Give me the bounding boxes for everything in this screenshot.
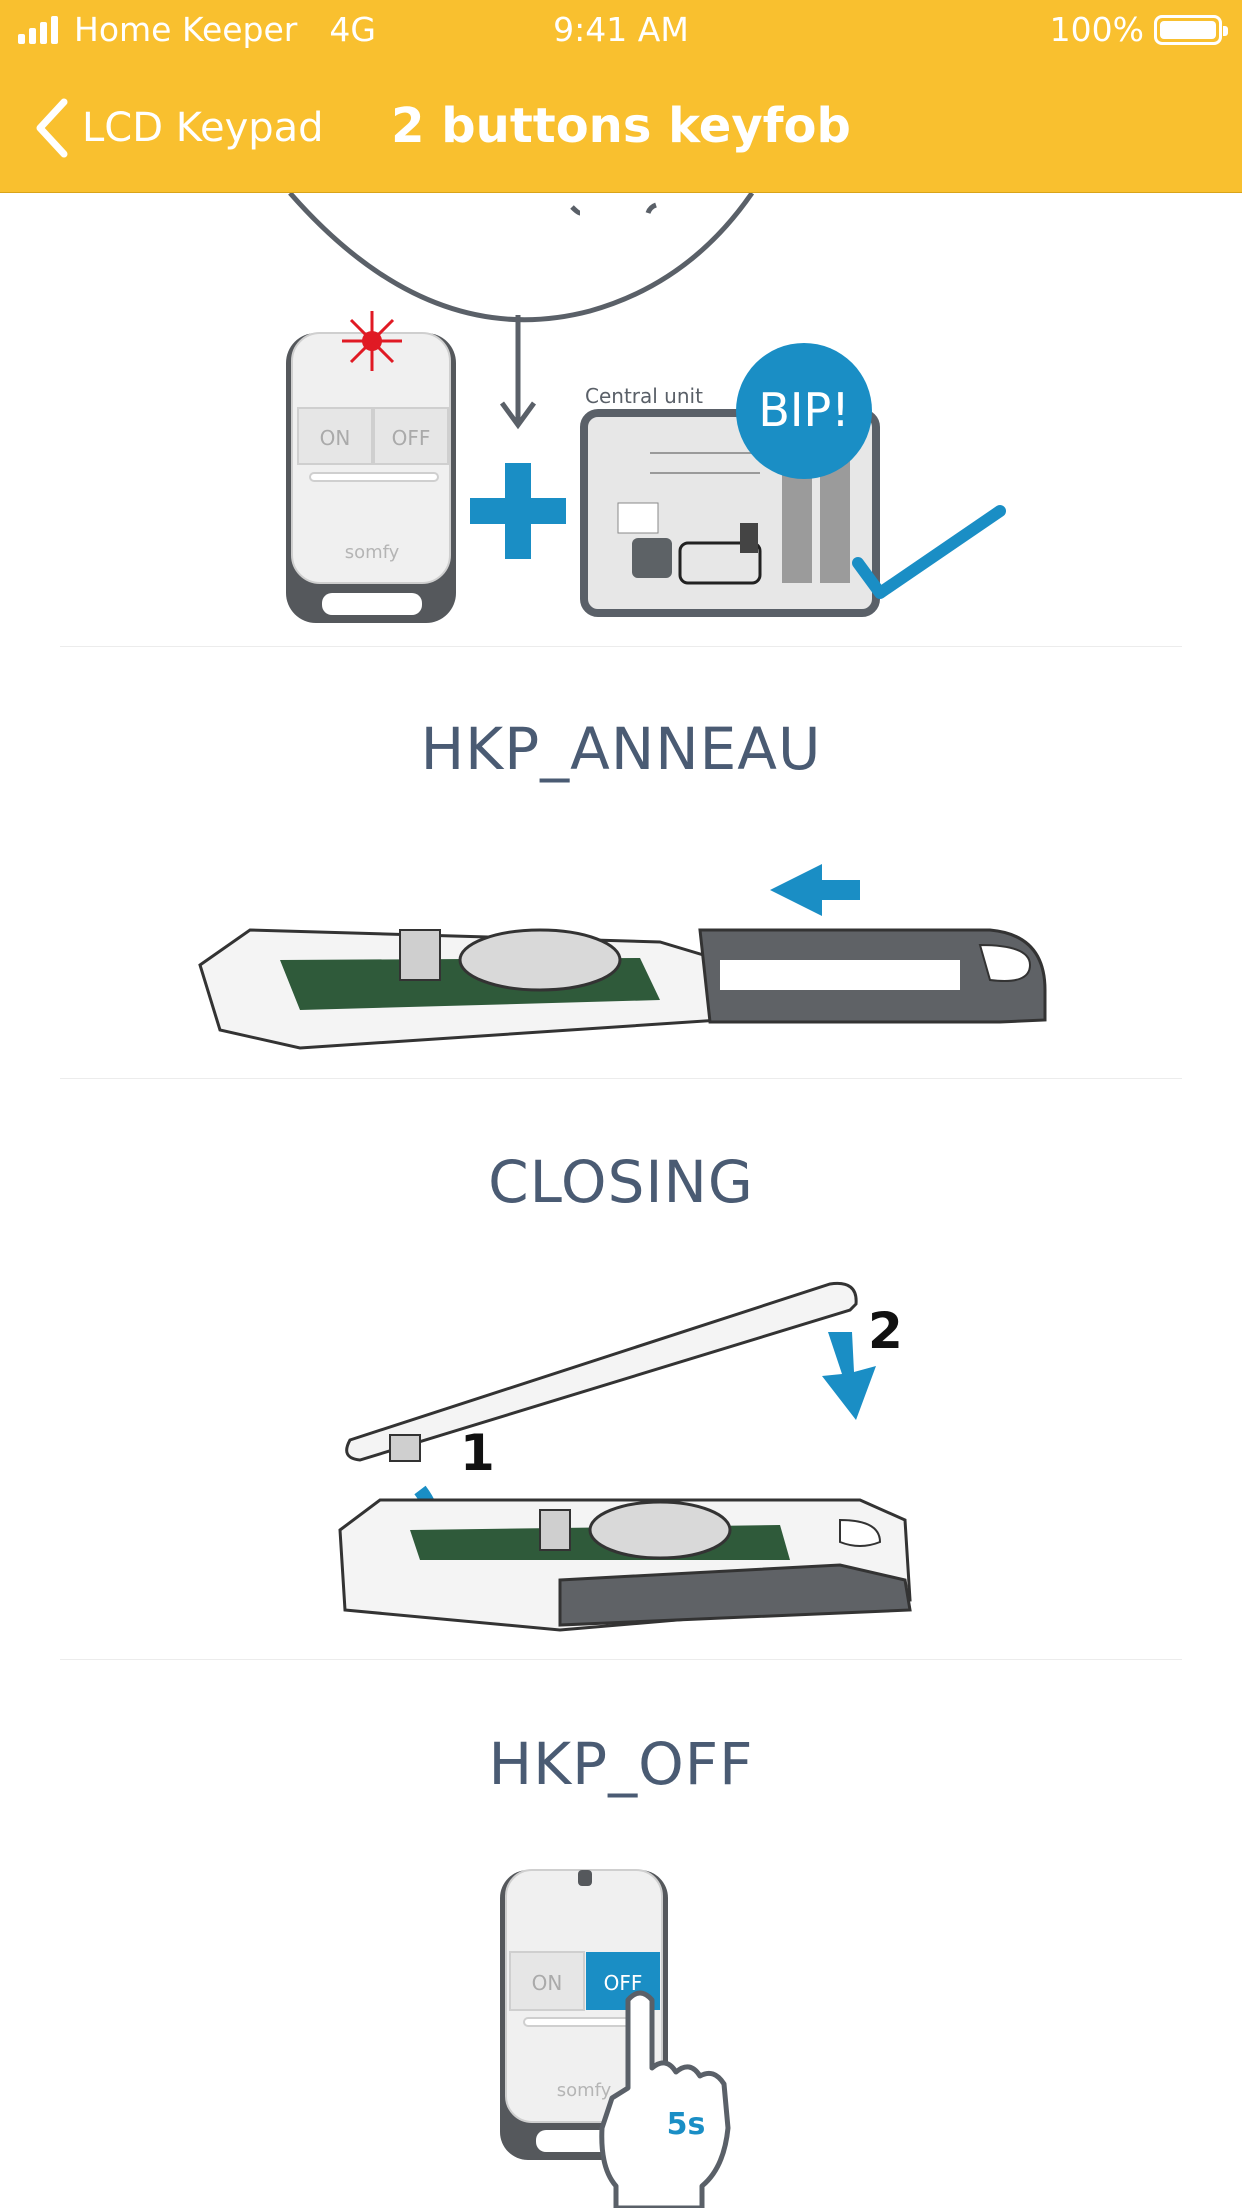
duration-label: 5s	[667, 2107, 706, 2142]
arrow-left-icon	[770, 864, 860, 916]
app-header: Home Keeper 4G 9:41 AM 100% LCD Keypad 2…	[0, 0, 1242, 193]
keyfob-closing-illustration: 1 2	[338, 1281, 912, 1632]
page-title: 2 buttons keyfob	[391, 98, 851, 154]
keyfob-off-label: OFF	[604, 1971, 643, 1995]
step-1-label: 1	[460, 1424, 495, 1482]
central-unit-label: Central unit	[585, 384, 703, 408]
status-bar: Home Keeper 4G 9:41 AM 100%	[0, 0, 1242, 62]
hand-pointer-icon	[599, 1990, 731, 2208]
nav-bar: LCD Keypad 2 buttons keyfob	[0, 62, 1242, 192]
keyfob-pairing-illustration: ON OFF somfy Central unit	[286, 193, 1006, 623]
brand-label: somfy	[345, 542, 400, 563]
arrow-down-icon	[822, 1332, 876, 1420]
section-divider	[60, 1659, 1182, 1660]
keyfob-icon: ON OFF somfy	[286, 311, 456, 623]
step-title-closing: CLOSING	[488, 1148, 754, 1216]
brand-label: somfy	[557, 2080, 612, 2101]
keyfob-press-off-illustration: ON OFF somfy 5s	[500, 1869, 731, 2208]
keyfob-on-label: ON	[320, 426, 351, 450]
bip-badge: BIP!	[736, 343, 872, 479]
signal-icon	[18, 15, 58, 44]
step-2-label: 2	[868, 1302, 903, 1360]
led-flash-icon	[342, 311, 402, 371]
keyfob-icon: ON OFF somfy	[500, 1869, 668, 2160]
carrier-label: Home Keeper	[74, 10, 298, 49]
step-title-off: HKP_OFF	[488, 1730, 754, 1798]
keyfob-on-label: ON	[532, 1971, 563, 1995]
section-divider	[60, 646, 1182, 647]
chevron-left-icon	[36, 98, 68, 158]
keyfob-off-label: OFF	[392, 426, 431, 450]
battery-icon	[1154, 14, 1228, 45]
plus-icon	[470, 463, 566, 559]
back-label: LCD Keypad	[82, 105, 324, 151]
keyfob-ring-illustration	[198, 864, 1047, 1050]
network-label: 4G	[329, 10, 376, 49]
status-time: 9:41 AM	[553, 10, 689, 49]
step-title-anneau: HKP_ANNEAU	[420, 715, 822, 783]
back-button[interactable]: LCD Keypad	[34, 98, 324, 158]
bip-label: BIP!	[758, 383, 849, 437]
section-divider	[60, 1078, 1182, 1079]
battery-percent: 100%	[1049, 10, 1144, 49]
checkmark-icon	[852, 505, 1006, 599]
